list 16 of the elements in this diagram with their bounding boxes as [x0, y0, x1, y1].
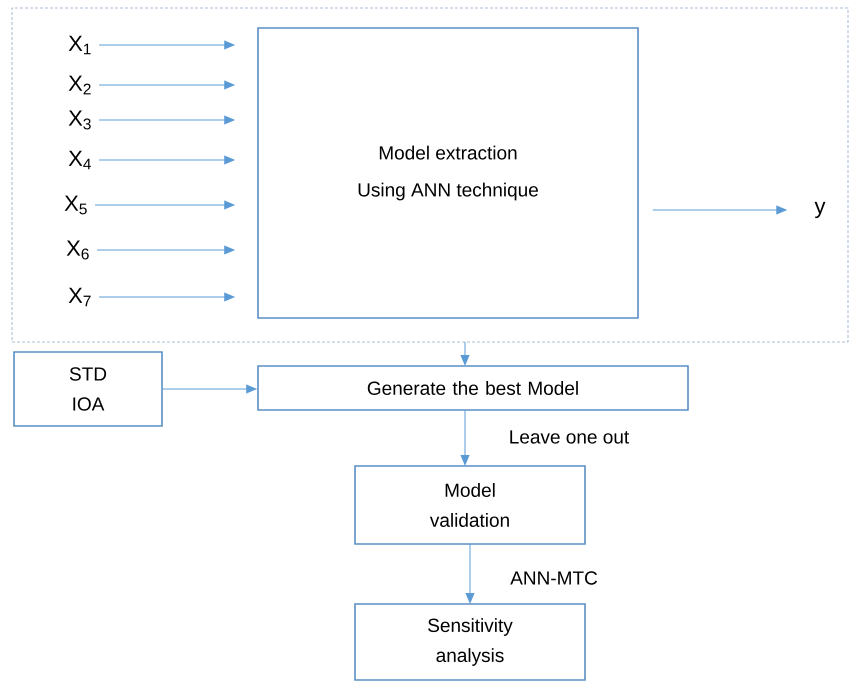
variable-label: X$_{1}$ [68, 36, 91, 54]
edge-label: ANN-MTC [509, 570, 599, 586]
variable-label: y [814, 202, 826, 218]
variable-label: X$_{3}$ [68, 110, 91, 130]
variable-label: X$_{2}$ [68, 76, 91, 94]
variable-label: X$_{7}$ [68, 288, 91, 306]
variable-label: X$_{5}$ [64, 196, 87, 214]
process-box: Model validation [354, 465, 586, 545]
process-box: Sensitivity analysis [354, 603, 586, 681]
edge-label: Leave one out [508, 429, 630, 445]
process-box: STD IOA [13, 351, 163, 427]
variable-label: X$_{6}$ [66, 240, 89, 260]
variable-label: X$_{4}$ [68, 150, 91, 170]
process-box: Generate the best Model [257, 365, 689, 411]
dashed-frame [12, 8, 848, 342]
process-box: Model extraction Using ANN technique [257, 27, 639, 319]
